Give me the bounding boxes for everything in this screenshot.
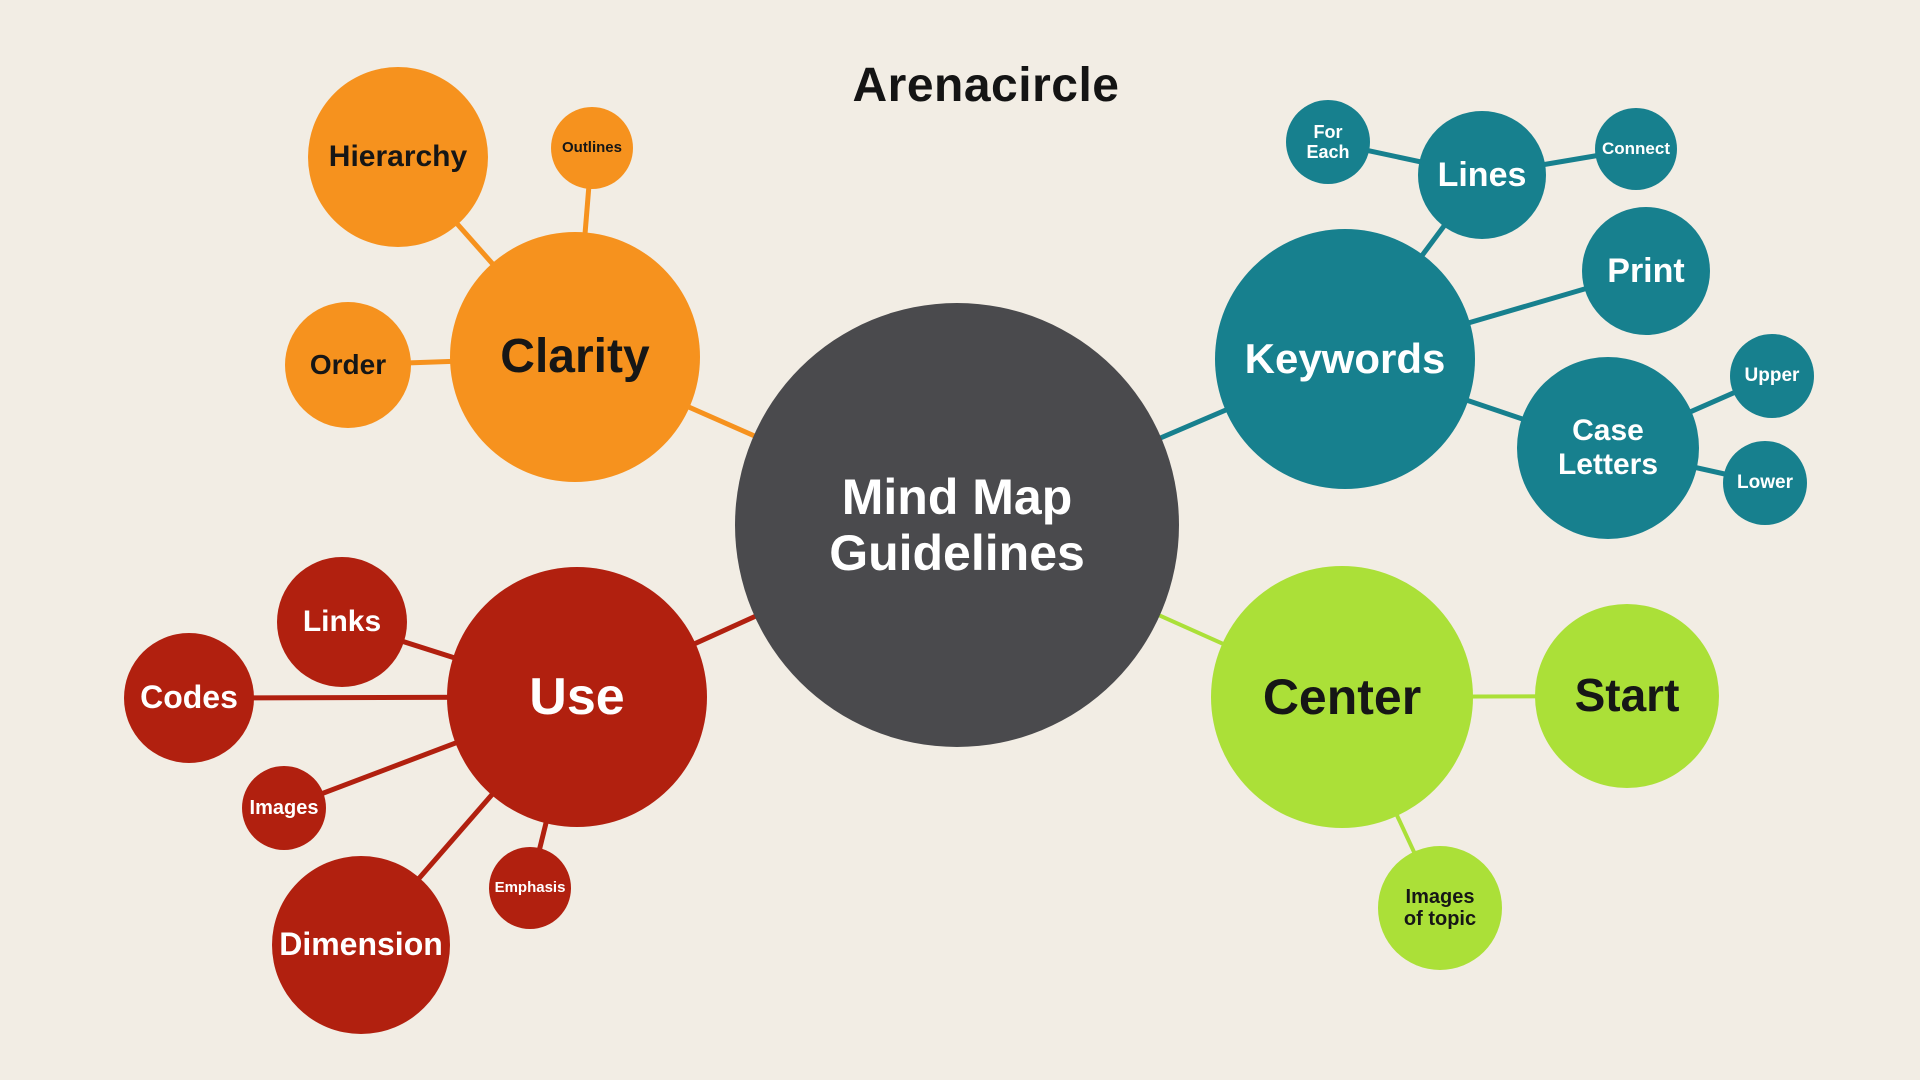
node-hierarchy[interactable]: Hierarchy [308, 67, 488, 247]
node-lines[interactable]: Lines [1418, 111, 1546, 239]
node-images-of-topic[interactable]: Images of topic [1378, 846, 1502, 970]
print-label: Print [1607, 251, 1685, 290]
node-for-each[interactable]: For Each [1286, 100, 1370, 184]
node-central-topic[interactable]: Mind Map Guidelines [735, 303, 1179, 747]
central-topic-label: Mind Map Guidelines [829, 469, 1085, 581]
connect-label: Connect [1602, 139, 1670, 159]
node-upper[interactable]: Upper [1730, 334, 1814, 418]
node-links[interactable]: Links [277, 557, 407, 687]
node-print[interactable]: Print [1582, 207, 1710, 335]
node-keywords[interactable]: Keywords [1215, 229, 1475, 489]
use-label: Use [529, 667, 625, 726]
images-of-topic-label: Images of topic [1403, 885, 1477, 930]
node-dimension[interactable]: Dimension [272, 856, 450, 1034]
outlines-label: Outlines [561, 138, 622, 156]
node-start[interactable]: Start [1535, 604, 1719, 788]
center-label: Center [1262, 669, 1422, 725]
node-outlines[interactable]: Outlines [551, 107, 633, 189]
node-emphasis[interactable]: Emphasis [489, 847, 571, 929]
node-images[interactable]: Images [242, 766, 326, 850]
node-order[interactable]: Order [285, 302, 411, 428]
upper-label: Upper [1744, 365, 1800, 387]
lines-label: Lines [1437, 155, 1527, 194]
lower-label: Lower [1737, 472, 1793, 494]
node-codes[interactable]: Codes [124, 633, 254, 763]
node-center[interactable]: Center [1211, 566, 1473, 828]
start-label: Start [1574, 669, 1680, 722]
node-lower[interactable]: Lower [1723, 441, 1807, 525]
dimension-label: Dimension [279, 926, 443, 963]
page-title: Arenacircle [852, 59, 1120, 112]
case-letters-label: Case Letters [1557, 414, 1659, 481]
node-connect[interactable]: Connect [1595, 108, 1677, 190]
node-clarity[interactable]: Clarity [450, 232, 700, 482]
order-label: Order [309, 349, 387, 381]
links-label: Links [302, 605, 382, 639]
codes-label: Codes [140, 679, 238, 716]
for-each-label: For Each [1306, 121, 1350, 162]
keywords-label: Keywords [1244, 335, 1446, 383]
node-case-letters[interactable]: Case Letters [1517, 357, 1699, 539]
emphasis-label: Emphasis [494, 878, 566, 896]
node-use[interactable]: Use [447, 567, 707, 827]
clarity-label: Clarity [500, 330, 650, 384]
images-label: Images [249, 796, 319, 819]
hierarchy-label: Hierarchy [328, 140, 468, 174]
